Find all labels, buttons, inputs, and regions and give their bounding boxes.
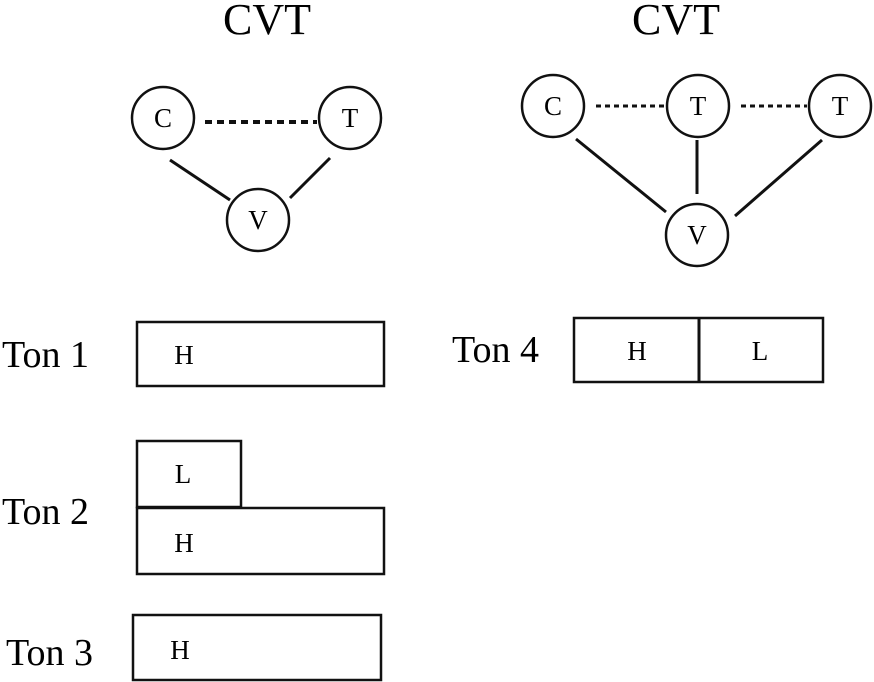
left-t-v-link — [288, 156, 332, 200]
tone-4-row: Ton 4 H L — [452, 316, 825, 384]
right-node-t2: T — [807, 73, 873, 139]
tone-2-label: Ton 2 — [2, 491, 89, 533]
right-node-c: C — [520, 73, 586, 139]
right-t2-v-link — [734, 138, 823, 218]
left-node-v: V — [225, 187, 291, 253]
tone-4-label: Ton 4 — [452, 329, 539, 371]
tone-3-segment-h: H — [170, 635, 190, 665]
tone-3-label: Ton 3 — [6, 632, 93, 674]
left-node-v-label: V — [248, 205, 268, 235]
tone-3-row: Ton 3 H — [6, 613, 383, 682]
left-node-c: C — [130, 85, 196, 151]
left-cvt-title: CVT — [223, 0, 311, 44]
tone-2-lower-box — [135, 506, 386, 576]
left-node-t: T — [317, 85, 383, 151]
tone-4-segment-h: H — [627, 336, 647, 366]
right-node-t1-label: T — [690, 91, 707, 121]
tone-3-box — [131, 613, 383, 682]
left-c-v-link — [169, 158, 231, 202]
tone-2-lower-segment-h: H — [174, 528, 194, 558]
right-c-v-link — [575, 137, 667, 214]
tone-1-segment-h: H — [174, 340, 194, 370]
tone-2-upper-box — [135, 439, 243, 509]
left-node-c-label: C — [154, 103, 172, 133]
right-node-t1: T — [665, 73, 731, 139]
tone-2-upper-segment-l: L — [175, 459, 192, 489]
right-cvt-title: CVT — [632, 0, 720, 44]
tone-2-row: Ton 2 L H — [2, 439, 386, 576]
right-node-c-label: C — [544, 91, 562, 121]
right-cvt-diagram: CVT C T T V — [520, 0, 873, 268]
tone-1-label: Ton 1 — [2, 334, 89, 376]
right-node-t2-label: T — [832, 91, 849, 121]
left-node-t-label: T — [342, 103, 359, 133]
left-cvt-diagram: CVT C T V — [130, 0, 383, 253]
tone-1-box — [135, 320, 386, 388]
right-node-v-label: V — [687, 220, 707, 250]
tone-1-row: Ton 1 H — [2, 320, 386, 388]
right-node-v: V — [664, 202, 730, 268]
tone-4-segment-l: L — [752, 336, 769, 366]
